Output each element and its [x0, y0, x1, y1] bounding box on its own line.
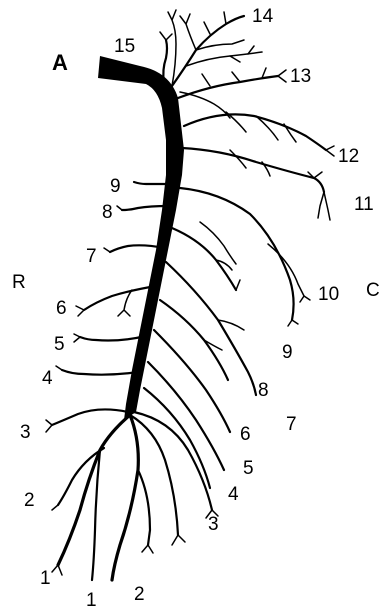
right-label-5: 5 — [243, 458, 254, 479]
left-branch-9 — [134, 182, 170, 184]
right-label-10: 10 — [318, 284, 339, 305]
label-C: C — [366, 280, 380, 301]
right-branch-5 — [148, 362, 224, 470]
left-label-9: 9 — [110, 176, 121, 197]
right-label-14: 14 — [252, 6, 274, 27]
right-branch-11 — [182, 148, 324, 192]
right-label-8: 8 — [258, 380, 269, 401]
right-branch-9 — [180, 188, 294, 320]
left-label-4: 4 — [42, 368, 53, 389]
base-branches — [52, 412, 218, 580]
bottom-label-1: 1 — [86, 590, 97, 608]
right-label-4: 4 — [228, 484, 239, 505]
right-label-12: 12 — [338, 146, 359, 167]
left-label-6: 6 — [56, 298, 67, 319]
right-branch-12 — [184, 114, 326, 150]
left-branch-3 — [52, 409, 128, 425]
left-label-2: 2 — [24, 490, 35, 511]
main-trunk — [98, 56, 184, 420]
right-label-7: 7 — [286, 414, 297, 435]
right-label-3: 3 — [208, 514, 219, 535]
label-R: R — [12, 272, 26, 293]
left-branch-8 — [122, 206, 168, 210]
left-branch-5 — [80, 336, 146, 341]
left-label-3: 3 — [20, 422, 31, 443]
label-A: A — [52, 50, 68, 75]
right-branch-14 — [172, 16, 244, 86]
right-branch-15 — [163, 40, 167, 82]
right-label-2: 2 — [134, 584, 145, 605]
left-label-5: 5 — [54, 334, 65, 355]
right-label-15: 15 — [114, 36, 135, 57]
right-label-11: 11 — [354, 194, 374, 215]
right-label-6: 6 — [240, 424, 251, 445]
right-label-9: 9 — [282, 342, 293, 363]
right-label-13: 13 — [290, 66, 311, 87]
left-label-8: 8 — [102, 202, 113, 223]
right-branch-7 — [160, 300, 228, 380]
left-branch-4 — [62, 370, 138, 375]
left-label-7: 7 — [86, 246, 97, 267]
left-label-1: 1 — [40, 568, 51, 589]
